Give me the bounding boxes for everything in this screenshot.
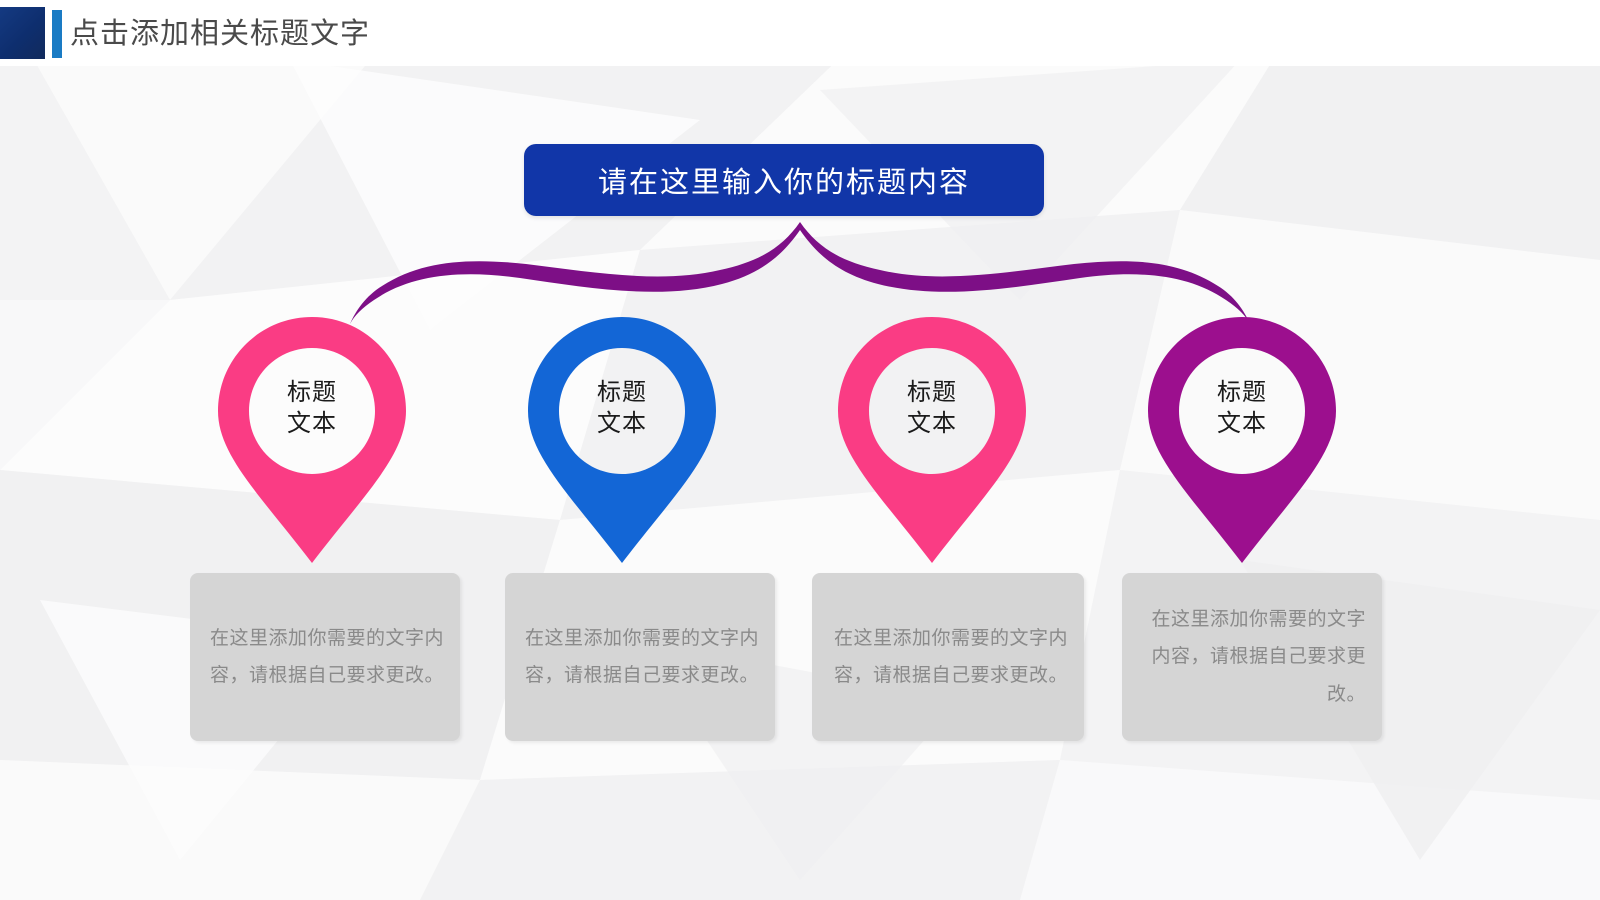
description-box-3[interactable]: 在这里添加你需要的文字内容，请根据自己要求更改。 — [812, 573, 1084, 741]
description-text-1: 在这里添加你需要的文字内容，请根据自己要求更改。 — [209, 627, 444, 686]
pin-icon — [218, 317, 406, 563]
description-box-1[interactable]: 在这里添加你需要的文字内容，请根据自己要求更改。 — [190, 573, 460, 741]
map-pin-marker-3[interactable]: 标题 文本 — [832, 315, 1032, 565]
description-text-4: 在这里添加你需要的文字内容，请根据自己要求更改。 — [1151, 609, 1366, 705]
pin-icon — [1148, 317, 1336, 563]
main-title-box[interactable]: 请在这里输入你的标题内容 — [524, 144, 1044, 216]
connector-bracket — [350, 222, 1250, 324]
map-pin-marker-4[interactable]: 标题 文本 — [1142, 315, 1342, 565]
page-title: 点击添加相关标题文字 — [70, 18, 371, 50]
slide-header: 点击添加相关标题文字 — [0, 0, 1600, 66]
description-text-2: 在这里添加你需要的文字内容，请根据自己要求更改。 — [524, 627, 759, 686]
description-box-2[interactable]: 在这里添加你需要的文字内容，请根据自己要求更改。 — [505, 573, 775, 741]
map-pin-marker-2[interactable]: 标题 文本 — [522, 315, 722, 565]
main-title-label: 请在这里输入你的标题内容 — [597, 167, 970, 199]
header-accent-bar — [52, 10, 62, 58]
map-pin-marker-1[interactable]: 标题 文本 — [212, 315, 412, 565]
pin-icon — [838, 317, 1026, 563]
pin-icon — [528, 317, 716, 563]
description-box-4[interactable]: 在这里添加你需要的文字内容，请根据自己要求更改。 — [1122, 573, 1382, 741]
header-navy-block — [0, 7, 45, 59]
description-text-3: 在这里添加你需要的文字内容，请根据自己要求更改。 — [833, 627, 1068, 686]
